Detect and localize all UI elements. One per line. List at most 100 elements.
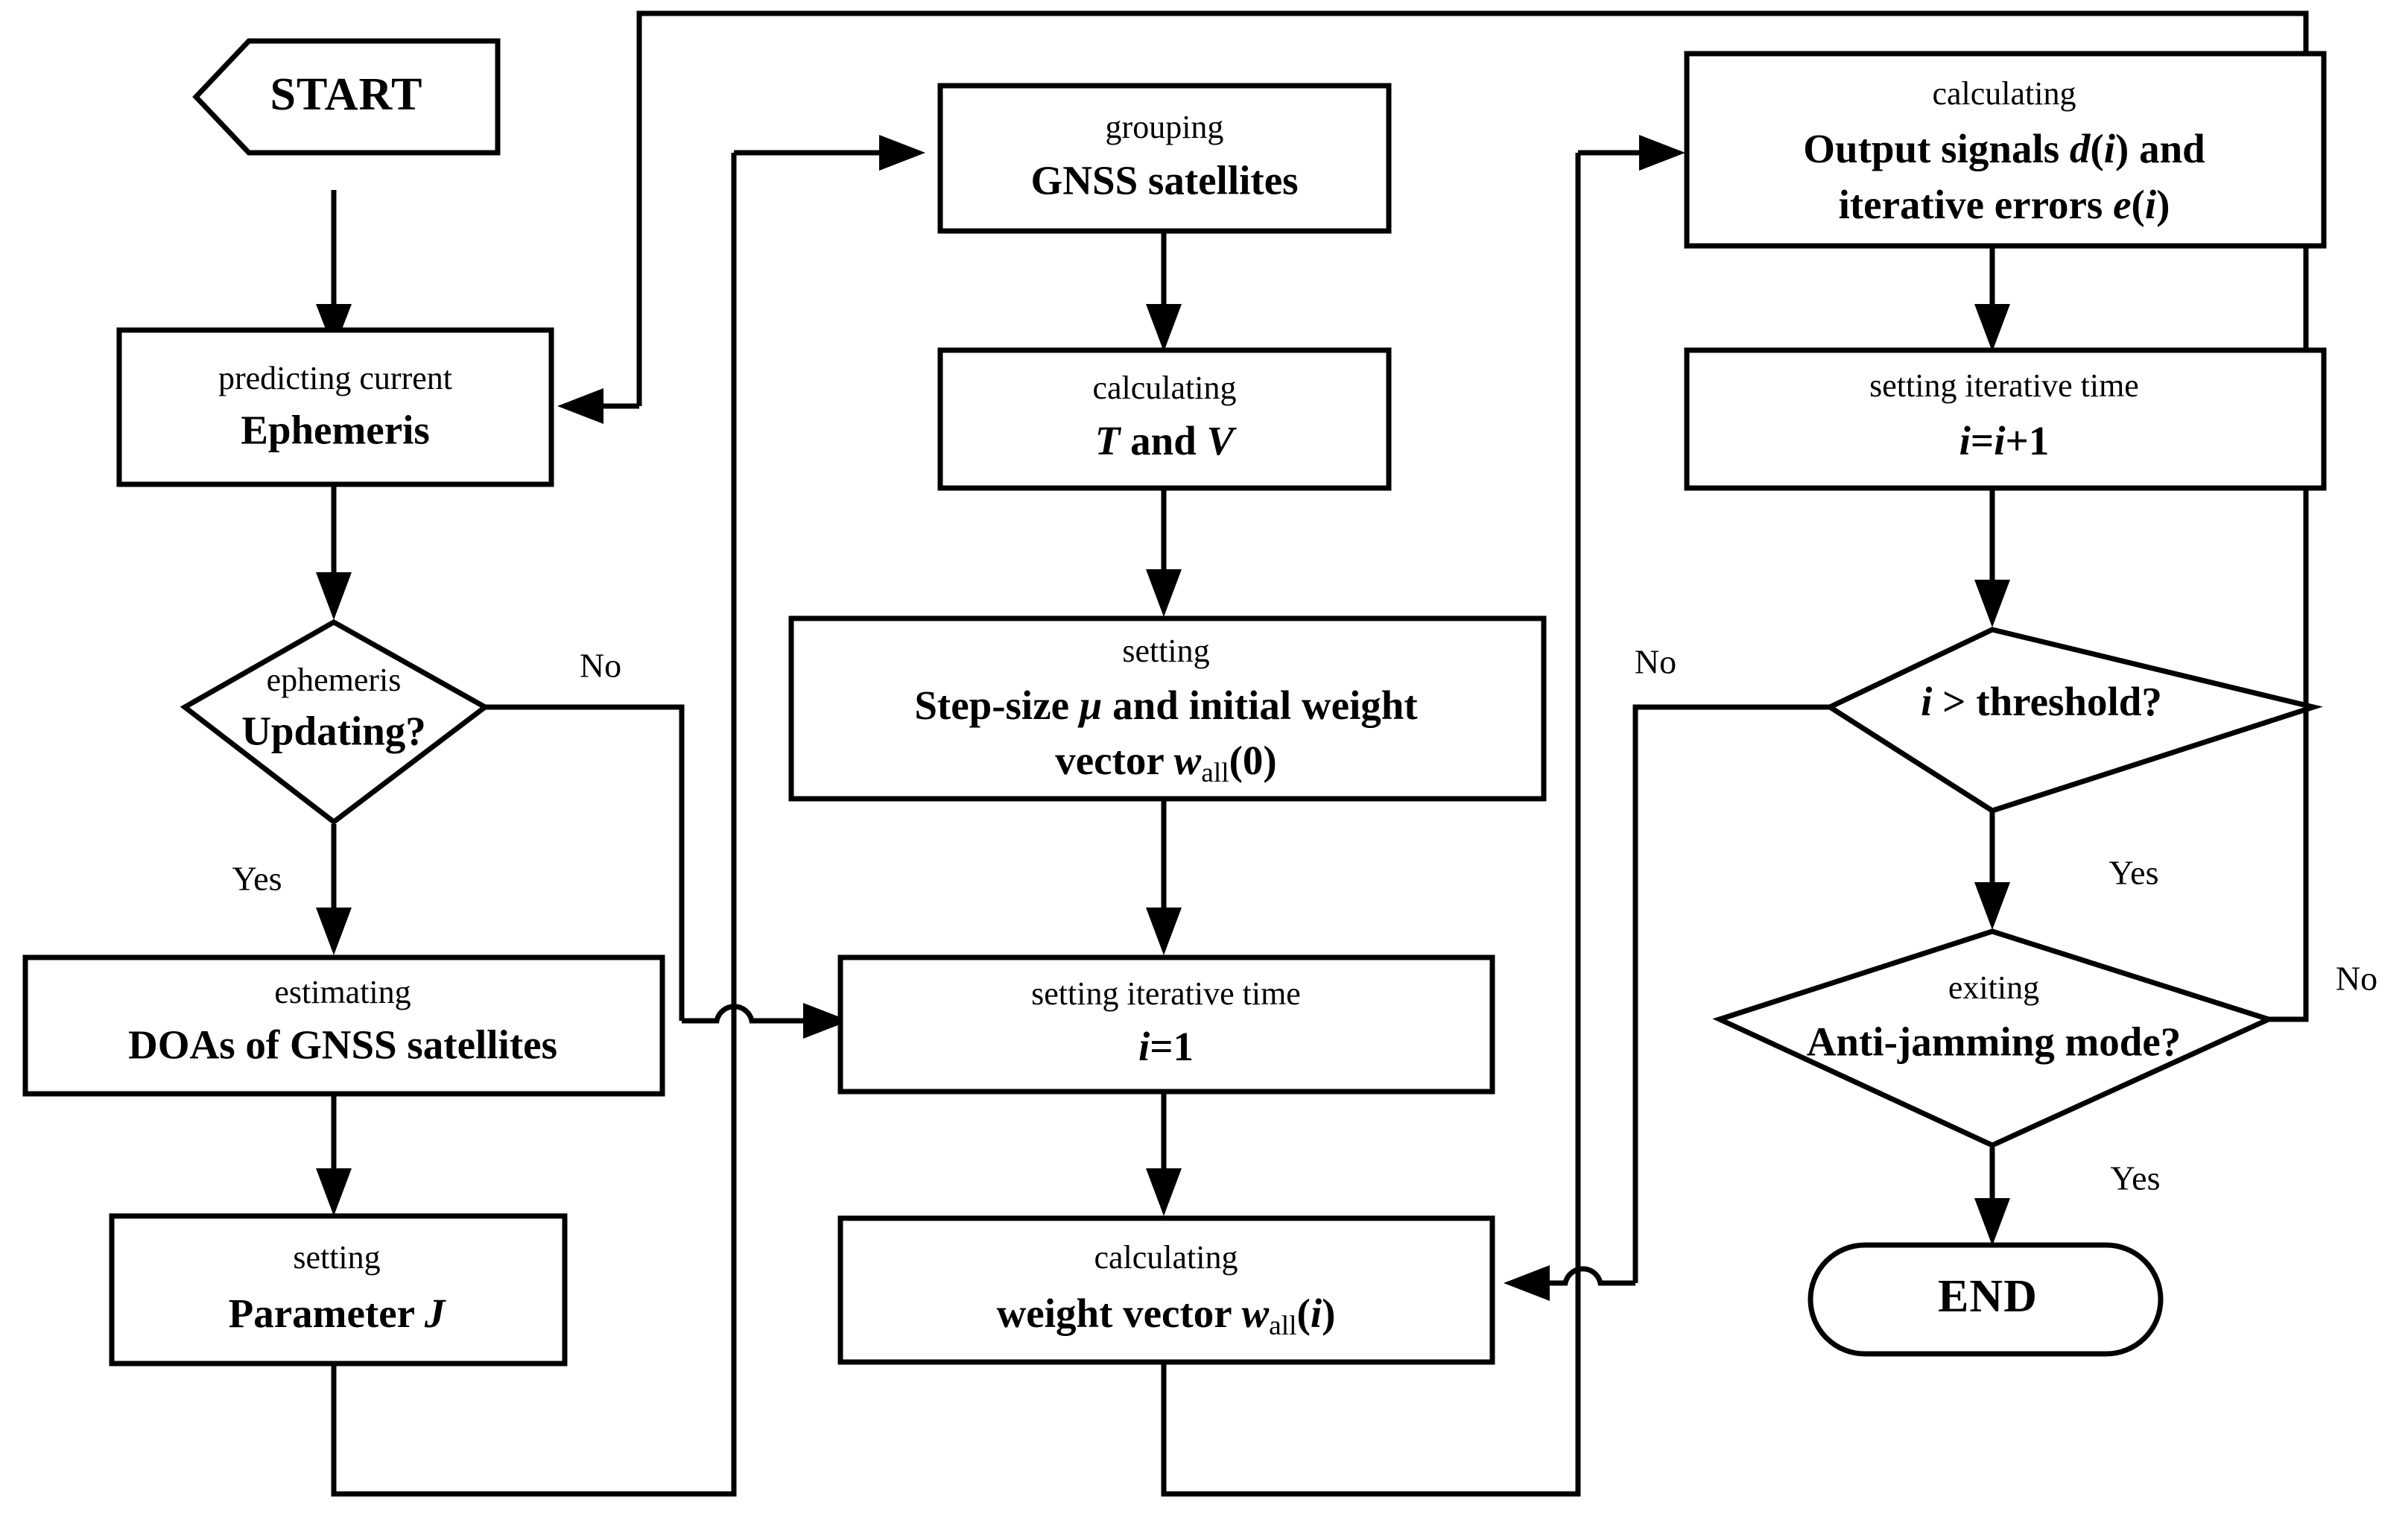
arrowhead-into-iter1 — [803, 1003, 849, 1039]
node-group-satellites-line2: GNSS satellites — [1030, 158, 1298, 203]
node-end[interactable] — [1807, 1242, 2164, 1357]
node-calc-output-signals[interactable] — [1684, 51, 2327, 249]
node-calc-output-signals-line1: calculating — [1932, 75, 2076, 112]
node-set-iter-time-1-line2: i=1 — [1138, 1024, 1194, 1069]
arrowhead-into-predict — [557, 388, 603, 424]
node-set-parameter-j-line1: setting — [293, 1239, 380, 1276]
node-set-stepsize-mu: μ — [1077, 683, 1103, 728]
node-estimate-doas[interactable] — [22, 954, 665, 1097]
node-set-stepsize-line3: vector wall(0) — [1055, 738, 1277, 788]
node-set-parameter-j-var: J — [424, 1291, 446, 1336]
node-set-iter-time-inc-plus1: +1 — [2006, 418, 2050, 463]
node-start[interactable] — [192, 38, 501, 156]
node-estimate-doas-line2: DOAs of GNSS satellites — [128, 1022, 557, 1068]
node-calc-weight-vector-line2: weight vector wall(i) — [997, 1291, 1336, 1341]
edge-updating-no-horizontal — [485, 704, 685, 1021]
arrowhead-calctv-to-stepsize — [1146, 569, 1182, 617]
arrowhead-doas-to-parameter — [316, 1168, 352, 1216]
node-calc-t-v-mid: and — [1120, 418, 1206, 463]
node-ephemeris-updating-line2: Updating? — [241, 709, 426, 754]
node-calc-output-signals-mid3: ( — [2131, 182, 2144, 227]
node-set-iter-time-1[interactable] — [837, 954, 1495, 1095]
node-set-iter-time-1-var: i — [1138, 1024, 1150, 1069]
node-calc-weight-vector-post: ) — [1322, 1291, 1335, 1336]
arrowhead-exit-yes-to-end — [1974, 1198, 2010, 1246]
node-calc-weight-vector[interactable] — [837, 1215, 1495, 1365]
edge-label-exit-no: No — [2336, 960, 2377, 998]
edge-threshold-no-down — [1632, 704, 1830, 1283]
node-set-parameter-j[interactable] — [109, 1213, 568, 1367]
edge-label-exit-yes: Yes — [2111, 1159, 2161, 1197]
node-ephemeris-updating-line1: ephemeris — [267, 662, 402, 698]
node-calc-output-signals-i1: i — [2104, 126, 2116, 171]
node-set-iter-time-inc-eq: = — [1971, 418, 1994, 463]
node-calc-output-signals-pre: Output signals — [1803, 126, 2070, 171]
node-set-iter-time-1-rest: =1 — [1150, 1024, 1194, 1069]
node-predict-ephemeris[interactable] — [116, 327, 554, 487]
node-group-satellites[interactable] — [937, 83, 1392, 234]
arrowhead-grouping-to-calctv — [1146, 304, 1182, 352]
arrowhead-updating-yes-to-doas — [316, 908, 352, 955]
edge-updating-no-to-iter1-with-hop — [682, 1004, 820, 1024]
node-set-stepsize-pre: Step-size — [914, 683, 1079, 728]
node-calc-weight-vector-sub: all — [1269, 1311, 1296, 1341]
node-set-stepsize[interactable] — [788, 615, 1547, 802]
node-set-stepsize-vector-word: vector — [1055, 738, 1173, 783]
node-calc-t-v[interactable] — [937, 347, 1392, 491]
node-end-label: END — [1938, 1271, 2038, 1322]
node-calc-weight-vector-i: i — [1311, 1291, 1322, 1336]
node-calc-output-signals-post3: ) — [2156, 182, 2170, 227]
arrowhead-stepsize-to-iter1 — [1146, 908, 1182, 955]
node-ephemeris-updating[interactable] — [180, 618, 490, 826]
arrowhead-output-to-iterinc — [1974, 304, 2010, 352]
edge-label-threshold-no: No — [1635, 643, 1676, 681]
arrowhead-iterinc-to-threshold — [1974, 580, 2010, 627]
node-set-stepsize-sub: all — [1201, 758, 1229, 788]
arrowhead-into-output — [1639, 135, 1685, 171]
node-threshold-check-rest: > threshold? — [1932, 679, 2161, 724]
node-calc-weight-vector-line1: calculating — [1094, 1239, 1238, 1276]
arrowhead-threshold-yes-to-exit — [1974, 882, 2010, 930]
node-calc-t-v-var1: T — [1095, 418, 1122, 463]
node-calc-weight-vector-pre: weight vector — [997, 1291, 1242, 1336]
node-calc-output-signals-d: d — [2070, 126, 2091, 171]
node-set-parameter-j-text: Parameter — [229, 1291, 425, 1336]
node-calc-output-signals-line2: Output signals d(i) and — [1803, 126, 2205, 171]
arrowhead-predict-to-updating — [316, 572, 352, 620]
node-predict-ephemeris-line2: Ephemeris — [241, 408, 430, 453]
arrowhead-into-weight — [1504, 1265, 1550, 1301]
node-calc-output-signals-pre3: iterative errors — [1839, 182, 2113, 227]
edge-label-updating-yes: Yes — [232, 860, 282, 898]
node-estimate-doas-line1: estimating — [274, 974, 411, 1010]
arrowhead-into-grouping — [879, 135, 925, 171]
node-set-iter-time-1-line1: setting iterative time — [1031, 975, 1301, 1012]
node-calc-output-signals-e: e — [2113, 182, 2131, 227]
node-threshold-check[interactable] — [1824, 627, 2323, 814]
node-set-stepsize-arg: (0) — [1229, 738, 1277, 783]
edge-label-threshold-yes: Yes — [2109, 854, 2159, 892]
node-set-stepsize-line2: Step-size μ and initial weight — [914, 683, 1418, 728]
node-set-parameter-j-line2: Parameter J — [229, 1291, 446, 1336]
node-calc-output-signals-post: ) and — [2115, 126, 2205, 171]
node-calc-output-signals-line3: iterative errors e(i) — [1839, 182, 2170, 227]
node-predict-ephemeris-line1: predicting current — [218, 360, 452, 396]
node-exit-antijam-line2: Anti-jamming mode? — [1807, 1019, 2182, 1065]
node-group-satellites-line1: grouping — [1106, 109, 1224, 145]
node-set-iter-time-inc[interactable] — [1684, 347, 2327, 491]
node-calc-weight-vector-w: w — [1241, 1291, 1269, 1336]
edge-label-updating-no: No — [580, 647, 621, 685]
arrowhead-iter1-to-weight — [1146, 1168, 1182, 1216]
node-set-iter-time-inc-var: i — [1959, 418, 1971, 463]
node-set-stepsize-post: and initial weight — [1102, 683, 1418, 728]
node-calc-t-v-line2: T and V — [1095, 418, 1238, 463]
node-threshold-check-var: i — [1921, 679, 1933, 724]
node-set-iter-time-inc-line1: setting iterative time — [1869, 367, 2139, 404]
arrowhead-start-to-predict — [316, 304, 352, 350]
node-calc-weight-vector-mid: ( — [1297, 1291, 1311, 1336]
node-calc-output-signals-i2: i — [2145, 182, 2157, 227]
edge-threshold-no-to-weight-with-hop — [1535, 1266, 1635, 1286]
node-calc-t-v-line1: calculating — [1092, 370, 1236, 406]
node-exit-antijam[interactable] — [1712, 928, 2276, 1148]
